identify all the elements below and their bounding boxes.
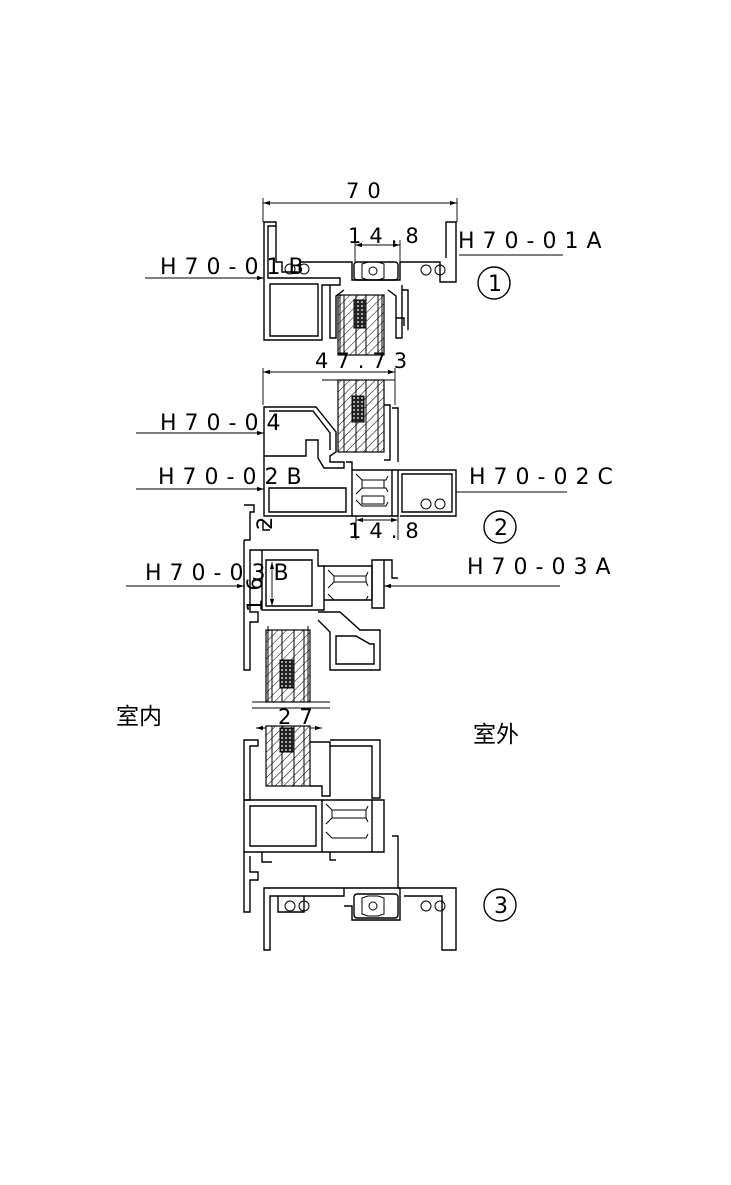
label-h70-01a: H70-01A bbox=[458, 229, 610, 254]
dim-14-8-mid-label: 14.8 bbox=[348, 519, 427, 543]
section-marker-1 bbox=[477, 266, 511, 300]
dim-70-label: 70 bbox=[346, 179, 389, 203]
section-marker-1-label: 1 bbox=[488, 272, 502, 297]
dim-14-8-top-label: 14.8 bbox=[348, 224, 427, 248]
label-h70-04: H70-04 bbox=[160, 411, 288, 436]
label-h70-02b: H70-02B bbox=[158, 465, 310, 490]
section-marker-2 bbox=[483, 510, 517, 544]
dim-16-label: 16 bbox=[243, 569, 267, 612]
section-marker-2-label: 2 bbox=[494, 516, 508, 541]
lower-glass-unit: 27 bbox=[252, 626, 330, 787]
label-h70-02c: H70-02C bbox=[469, 465, 621, 490]
section-marker-3 bbox=[483, 888, 517, 922]
section-3-bottom-frame: 3 bbox=[243, 739, 517, 951]
label-indoor: 室内 bbox=[116, 704, 162, 730]
section-1-top-frame: 70 14.8 H70-01A H7 bbox=[145, 179, 610, 356]
section-2-sash: 47.73 14.8 2 bbox=[126, 349, 621, 671]
label-h70-03b: H70-03B bbox=[145, 561, 297, 586]
section-marker-3-label: 3 bbox=[494, 894, 508, 919]
label-h70-01b: H70-01B bbox=[160, 255, 312, 280]
label-outdoor: 室外 bbox=[473, 722, 519, 748]
label-h70-03a: H70-03A bbox=[467, 555, 619, 580]
dim-47-73-label: 47.73 bbox=[315, 349, 415, 373]
dim-2-label: 2 bbox=[253, 509, 277, 530]
dim-27-label: 27 bbox=[278, 705, 321, 729]
